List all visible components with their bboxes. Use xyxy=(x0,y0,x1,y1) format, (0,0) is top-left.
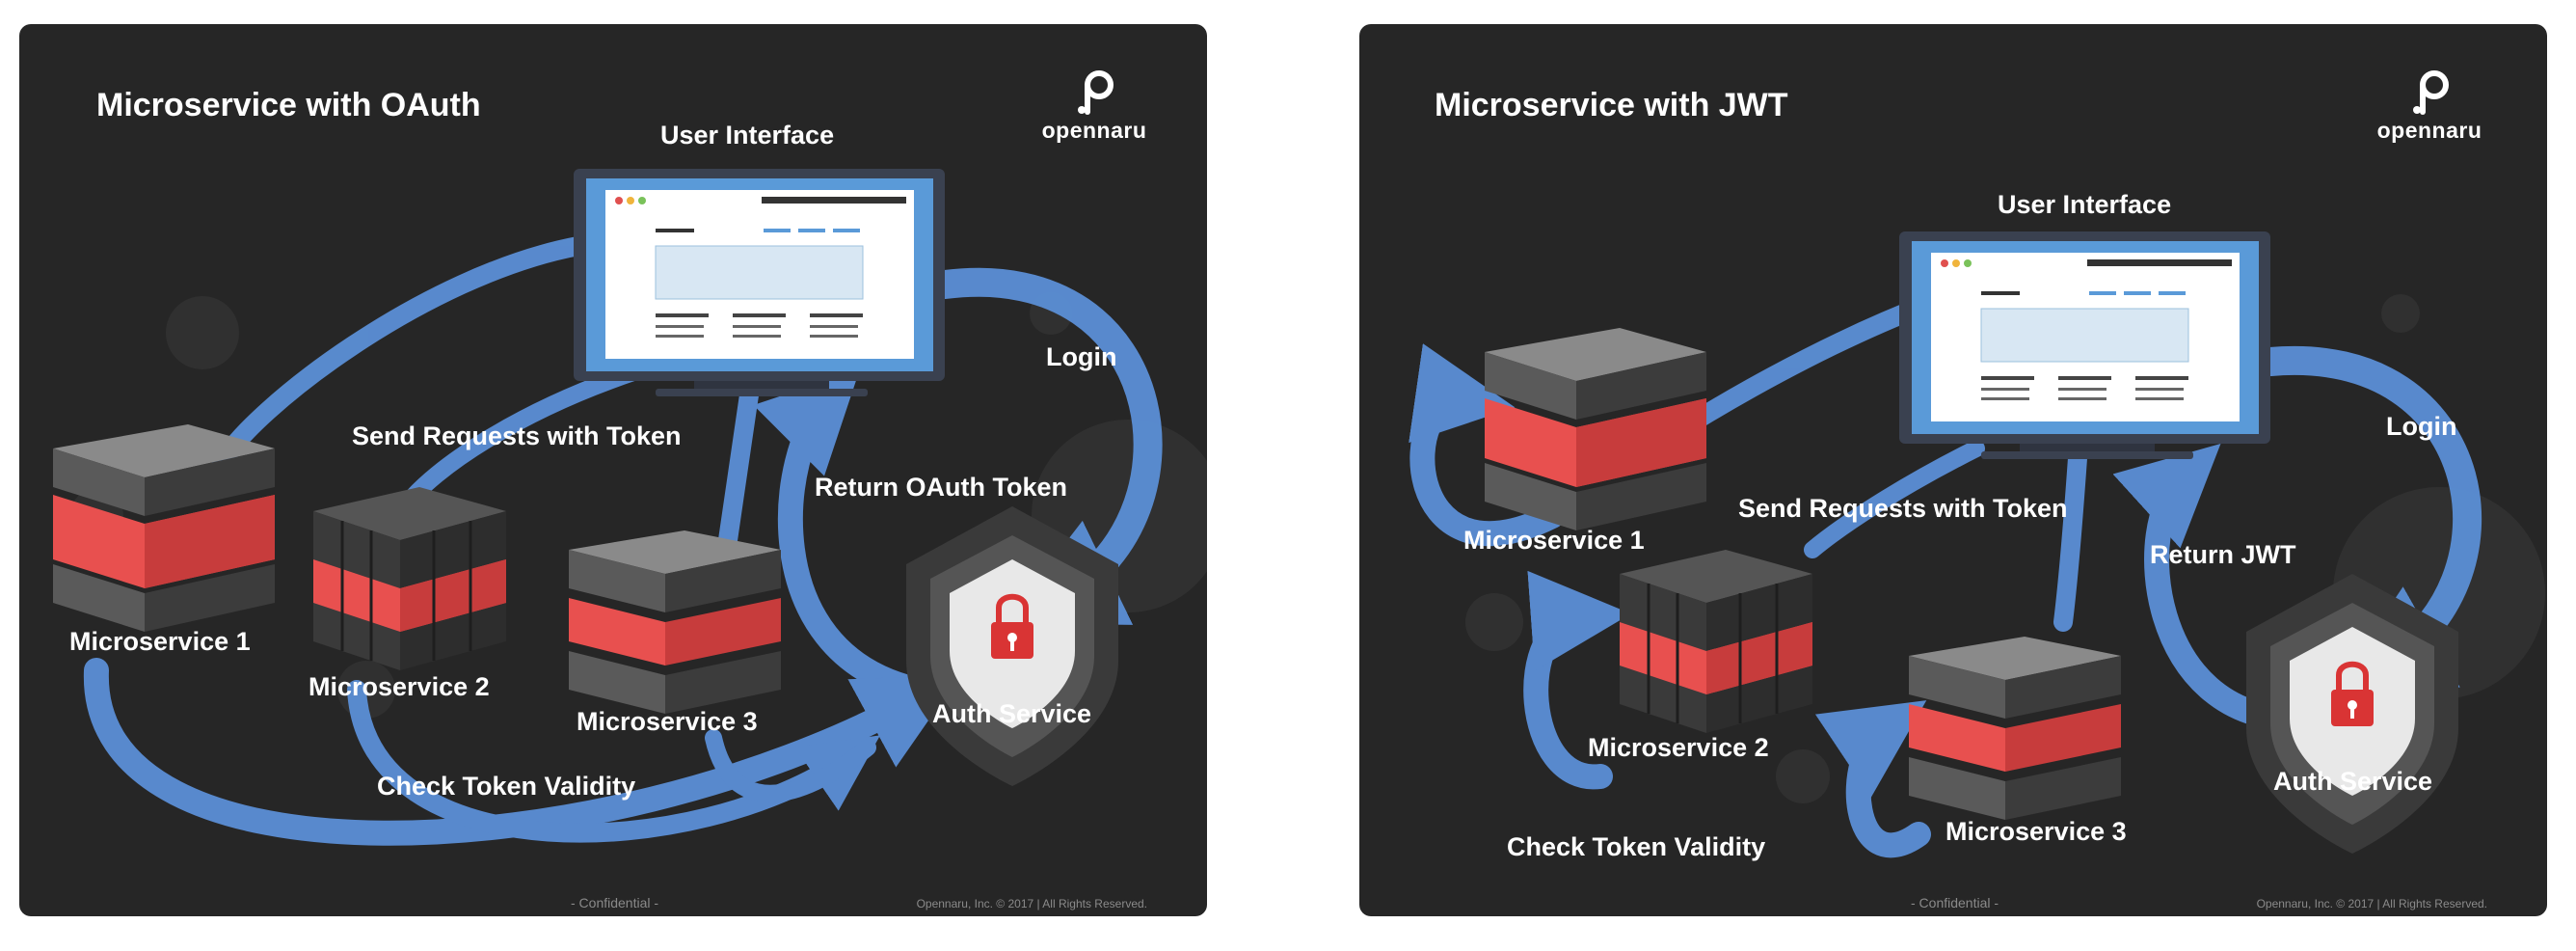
slide-oauth: Microservice with OAuth opennaru User In… xyxy=(19,24,1207,916)
logo-text: opennaru xyxy=(2376,118,2482,143)
footer-confidential: - Confidential - xyxy=(1911,895,1999,910)
label-microservice-1: Microservice 1 xyxy=(1463,526,1645,555)
user-interface-monitor xyxy=(574,169,945,396)
send-requests-arrow-2 xyxy=(1804,440,1985,558)
oauth-diagram-art xyxy=(53,169,1207,846)
label-user-interface: User Interface xyxy=(660,121,835,149)
opennaru-logo-icon xyxy=(1078,70,1114,115)
loop-microservice-3 xyxy=(1814,700,1931,858)
label-microservice-3: Microservice 3 xyxy=(577,707,758,736)
footer-confidential: - Confidential - xyxy=(571,895,659,910)
microservice-2-graphic xyxy=(313,487,506,670)
label-microservice-2: Microservice 2 xyxy=(1588,733,1769,762)
label-return-token: Return OAuth Token xyxy=(815,473,1067,502)
microservice-3-graphic xyxy=(1909,637,2121,820)
microservice-1-graphic xyxy=(53,424,275,632)
footer-copyright: Opennaru, Inc. © 2017 | All Rights Reser… xyxy=(916,897,1147,910)
label-auth-service: Auth Service xyxy=(2273,767,2433,796)
label-microservice-2: Microservice 2 xyxy=(309,672,490,701)
label-return-token: Return JWT xyxy=(2150,540,2296,569)
label-user-interface: User Interface xyxy=(1998,190,2172,219)
slide-title: Microservice with OAuth xyxy=(96,87,481,123)
label-send-requests: Send Requests with Token xyxy=(352,421,682,450)
check-validity-arrow-1 xyxy=(83,658,960,846)
label-microservice-1: Microservice 1 xyxy=(69,627,251,656)
check-validity-arrow-3 xyxy=(705,729,876,802)
return-token-arrow xyxy=(753,369,928,702)
loop-microservice-1 xyxy=(1409,343,1565,546)
footer-copyright: Opennaru, Inc. © 2017 | All Rights Reser… xyxy=(2256,897,2487,910)
send-requests-arrow-1 xyxy=(212,236,588,473)
label-send-requests: Send Requests with Token xyxy=(1738,494,2068,523)
microservice-2-graphic xyxy=(1620,550,1812,733)
opennaru-logo: opennaru xyxy=(2362,68,2497,144)
send-requests-arrow-3 xyxy=(2053,448,2087,632)
opennaru-logo: opennaru xyxy=(1027,68,1162,144)
label-check-validity: Check Token Validity xyxy=(377,772,636,801)
flow-arrows xyxy=(83,236,1163,846)
logo-text: opennaru xyxy=(1041,118,1147,143)
label-microservice-3: Microservice 3 xyxy=(1945,817,2127,846)
jwt-diagram-art xyxy=(1409,231,2545,858)
auth-service-graphic xyxy=(906,506,1118,786)
login-arrow xyxy=(930,267,1163,625)
slide-jwt: Microservice with JWT opennaru User Inte… xyxy=(1359,24,2547,916)
auth-service-graphic xyxy=(2246,574,2458,854)
label-auth-service: Auth Service xyxy=(932,699,1092,728)
microservice-1-graphic xyxy=(1485,328,1706,530)
microservice-3-graphic xyxy=(569,530,781,714)
label-login: Login xyxy=(2386,412,2457,441)
label-login: Login xyxy=(1046,342,1117,371)
loop-microservice-2 xyxy=(1523,570,1631,790)
send-requests-arrow-3 xyxy=(718,367,762,550)
opennaru-logo-icon xyxy=(2413,70,2449,115)
return-token-arrow xyxy=(2112,443,2307,731)
user-interface-monitor xyxy=(1899,231,2270,459)
slide-title: Microservice with JWT xyxy=(1435,87,1788,123)
label-check-validity: Check Token Validity xyxy=(1507,832,1766,861)
